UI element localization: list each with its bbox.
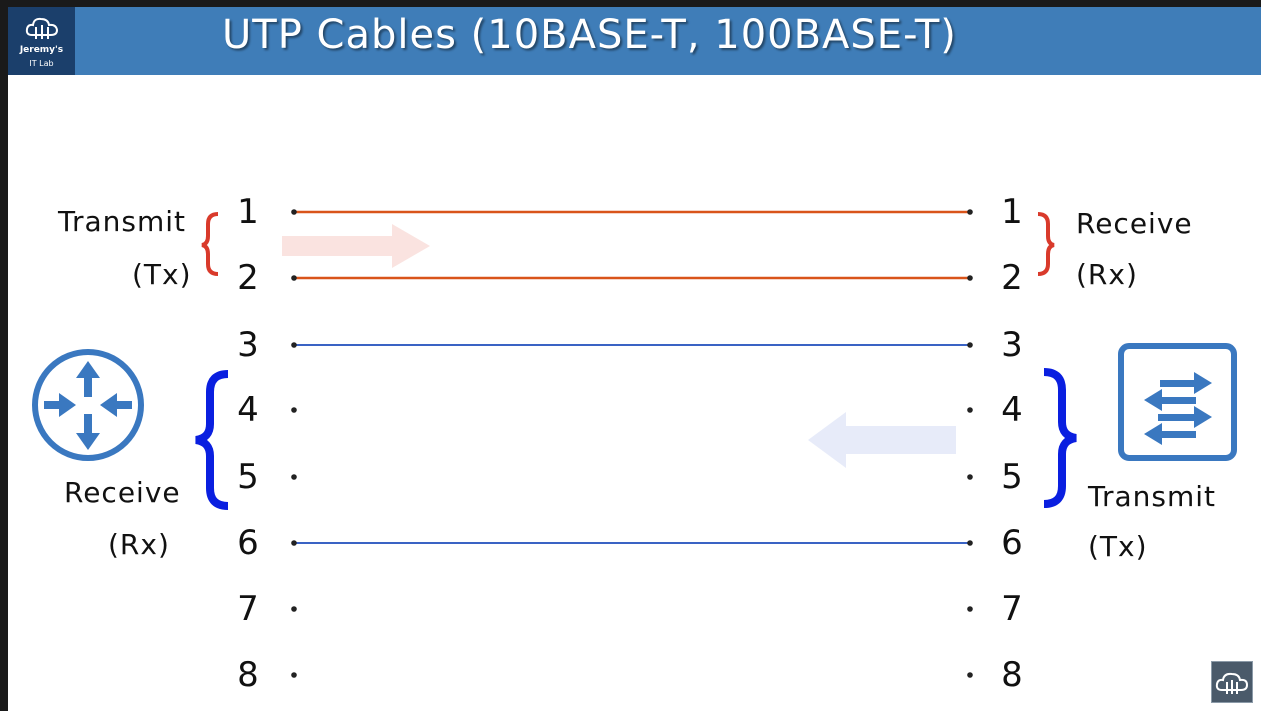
cloud-circuit-icon [25,17,59,39]
right-tx-brace [1043,368,1077,508]
router-icon [32,349,144,461]
channel-logo-badge [1211,661,1253,703]
right-pin-8: 8 [1001,655,1023,695]
right-pin-1: 1 [1001,192,1023,232]
jeremys-it-lab-logo: Jeremy's IT Lab [8,7,75,75]
page-title: UTP Cables (10BASE-T, 100BASE-T) [222,12,957,58]
left-pin-2: 2 [237,258,259,298]
right-rx-abbr: (Rx) [1076,258,1138,291]
left-pin-3: 3 [237,325,259,365]
left-pin-dots [291,209,297,678]
left-rx-abbr: (Rx) [108,528,170,561]
switch-icon [1118,343,1237,461]
left-receive-label: Receive [64,476,181,509]
right-pin-4: 4 [1001,390,1023,430]
right-pin-5: 5 [1001,457,1023,497]
left-transmit-label: Transmit [58,205,187,238]
logo-line1: Jeremy's [19,45,64,55]
left-tx-abbr: (Tx) [132,258,192,291]
left-pin-6: 6 [237,523,259,563]
right-tx-abbr: (Tx) [1088,530,1148,563]
right-pin-2: 2 [1001,258,1023,298]
logo-line2: IT Lab [29,59,54,68]
left-pin-8: 8 [237,655,259,695]
diagram-canvas [8,75,1261,711]
left-pin-4: 4 [237,390,259,430]
right-pin-dots [967,209,973,678]
left-tx-brace [201,212,219,276]
left-rx-brace [195,370,229,510]
right-pin-3: 3 [1001,325,1023,365]
right-pin-6: 6 [1001,523,1023,563]
tx-direction-arrow [282,224,430,268]
left-pin-1: 1 [237,192,259,232]
rx-direction-arrow [808,412,956,468]
cloud-circuit-icon [1215,672,1249,694]
left-pin-7: 7 [237,589,259,629]
right-receive-label: Receive [1076,207,1193,240]
title-bar [8,7,1261,75]
right-rx-brace [1037,212,1055,276]
right-transmit-label: Transmit [1088,480,1217,513]
right-pin-7: 7 [1001,589,1023,629]
left-pin-5: 5 [237,457,259,497]
